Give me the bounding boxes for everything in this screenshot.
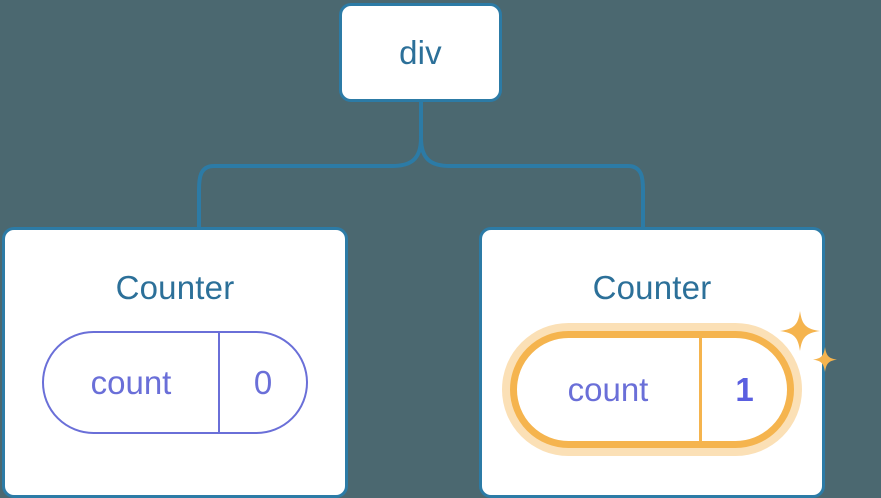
node-counter-right-label: Counter bbox=[592, 269, 712, 306]
state-pill-wrapper-right: count 1 bbox=[510, 311, 837, 448]
state-pill-left[interactable]: count 0 bbox=[42, 331, 308, 434]
state-pill-right[interactable]: count 1 bbox=[510, 331, 794, 448]
state-pill-divider-left bbox=[218, 333, 220, 432]
node-counter-right[interactable]: Counter count 1 bbox=[479, 227, 837, 498]
connector-branch-right bbox=[419, 136, 645, 229]
state-pill-wrapper-left: count 0 bbox=[42, 331, 308, 434]
state-key-left: count bbox=[90, 364, 172, 401]
sparkle-small-icon bbox=[813, 347, 837, 372]
state-key-right: count bbox=[567, 371, 649, 408]
node-counter-left[interactable]: Counter count 0 bbox=[2, 227, 348, 498]
node-counter-left-label: Counter bbox=[115, 269, 235, 306]
node-root-div[interactable]: div bbox=[339, 3, 502, 102]
state-value-right: 1 bbox=[735, 371, 754, 408]
state-value-left: 0 bbox=[253, 364, 273, 401]
state-pill-divider-right bbox=[699, 338, 702, 441]
node-root-label: div bbox=[399, 34, 442, 71]
connector-branch-left bbox=[197, 136, 423, 229]
